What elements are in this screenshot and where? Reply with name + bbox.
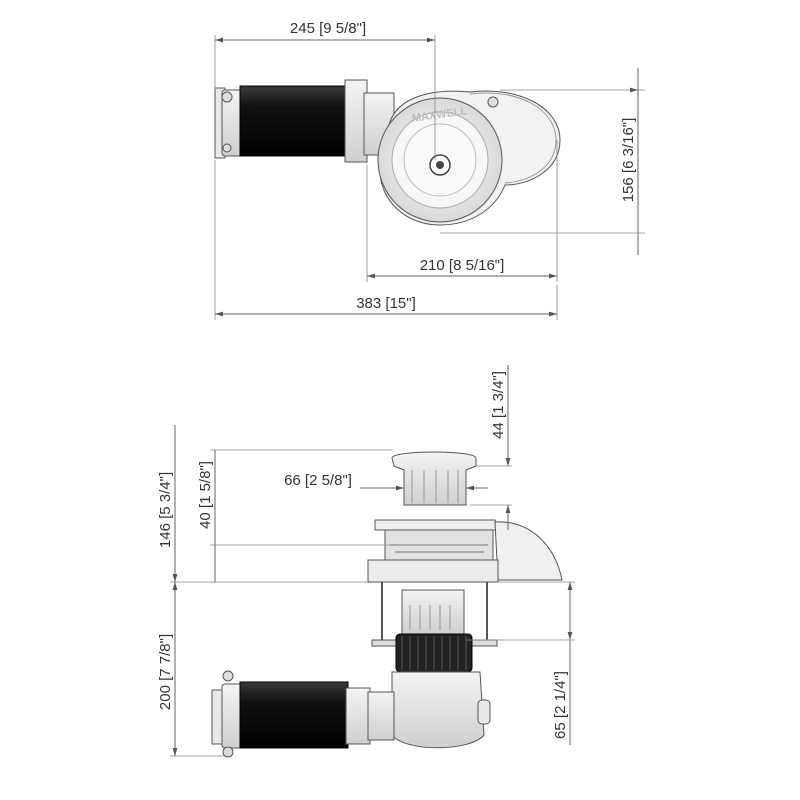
top-motor xyxy=(214,79,395,163)
dim-66: 66 [2 5/8"] xyxy=(284,472,488,491)
dim-above-deck-label: 146 [5 3/4"] xyxy=(157,472,174,548)
side-motor xyxy=(211,670,395,758)
under-deck xyxy=(371,582,498,749)
dim-gypsy-height-label: 40 [1 5/8"] xyxy=(197,461,214,529)
dim-65: 65 [2 1/4"] xyxy=(466,581,575,745)
dim-200: 200 [7 7/8"] xyxy=(157,582,228,757)
side-view: 44 [1 3/4"] 66 [2 5/8"] 40 [1 5/8"] 146 … xyxy=(157,365,575,758)
dim-below-deck-label: 200 [7 7/8"] xyxy=(157,634,174,710)
capstan xyxy=(391,451,477,506)
side-housing xyxy=(367,519,563,583)
dim-40: 40 [1 5/8"] xyxy=(197,449,392,582)
dim-capstan-height-label: 44 [1 3/4"] xyxy=(490,371,507,439)
dim-overall-depth-label: 245 [9 5/8"] xyxy=(290,20,366,37)
dim-146: 146 [5 3/4"] xyxy=(157,425,368,583)
dim-156: 156 [6 3/16"] xyxy=(440,68,645,255)
dim-capstan-diameter-label: 66 [2 5/8"] xyxy=(284,472,352,489)
dim-210: 210 [8 5/16"] xyxy=(366,140,558,282)
dim-overall-length-label: 383 [15"] xyxy=(356,295,416,312)
dim-height-label: 156 [6 3/16"] xyxy=(620,118,637,203)
dim-245: 245 [9 5/8"] xyxy=(214,20,436,160)
dim-44: 44 [1 3/4"] xyxy=(470,365,512,530)
dim-383: 383 [15"] xyxy=(214,160,558,320)
dim-motor-offset-label: 65 [2 1/4"] xyxy=(552,671,569,739)
top-view: MAXWELL 245 [9 5/8"] 156 [6 3/16"] 210 [… xyxy=(214,20,645,320)
dim-gypsy-width-label: 210 [8 5/16"] xyxy=(420,257,505,274)
top-housing: MAXWELL xyxy=(377,90,561,226)
